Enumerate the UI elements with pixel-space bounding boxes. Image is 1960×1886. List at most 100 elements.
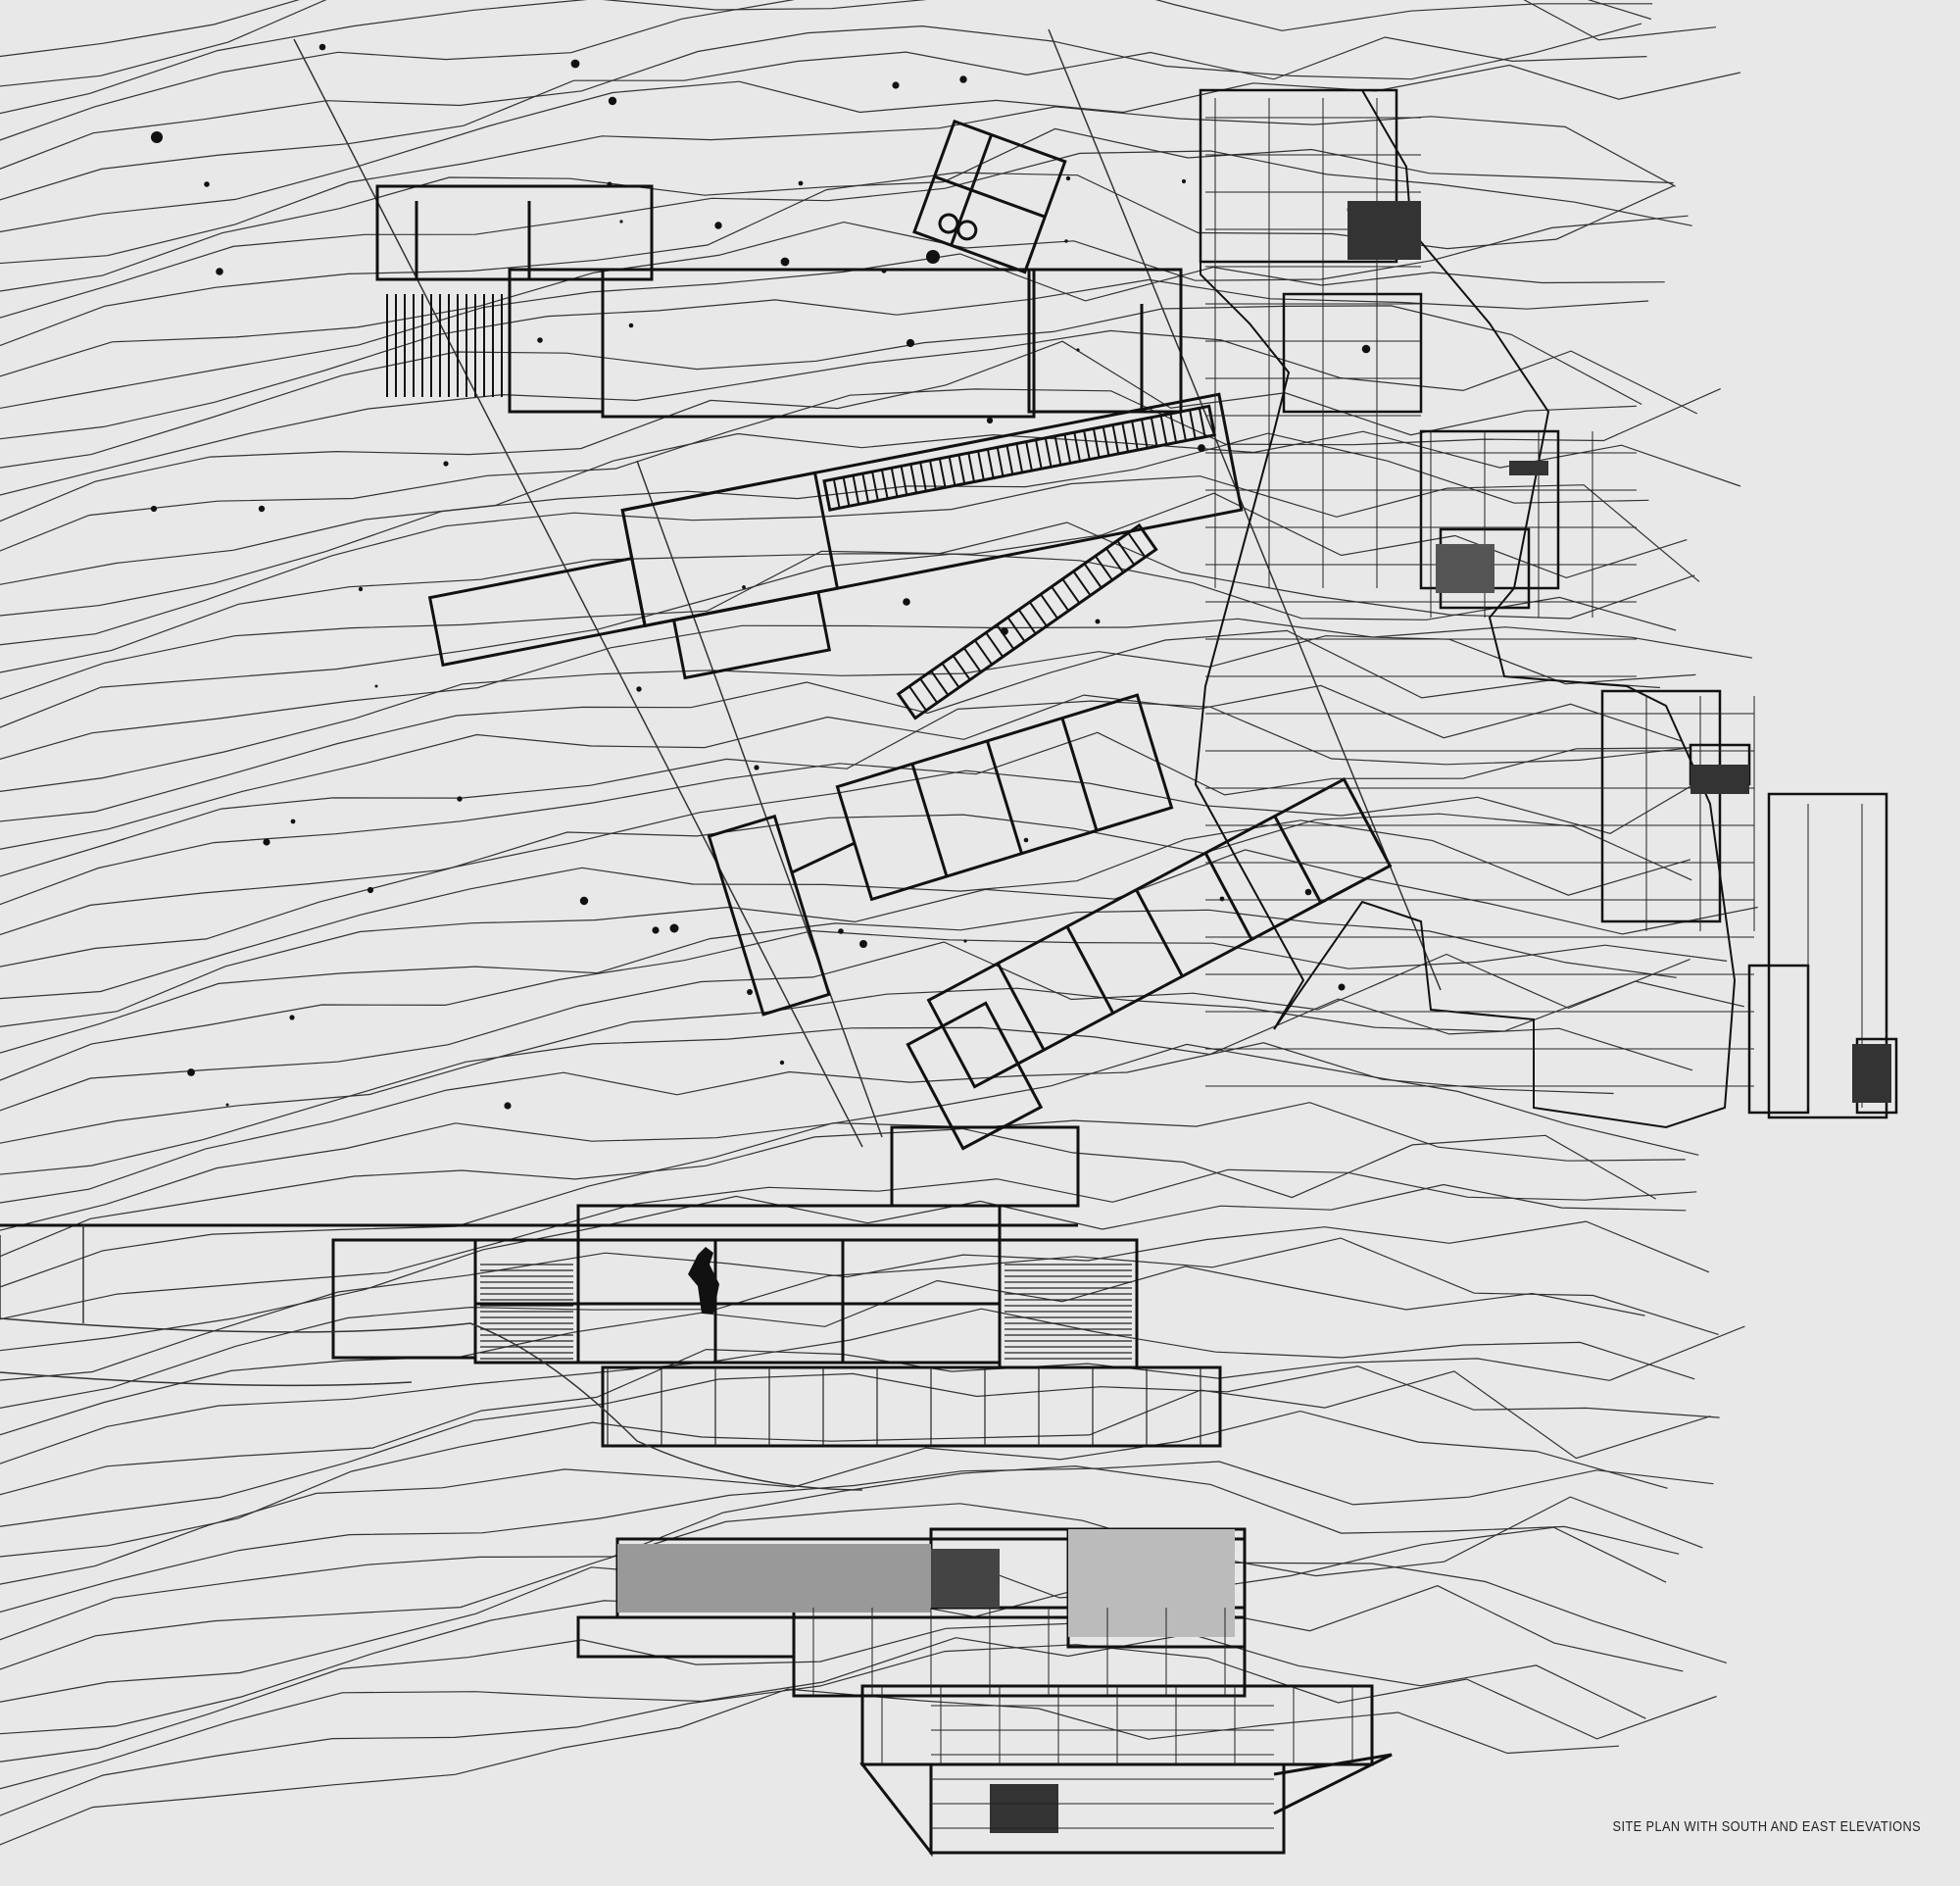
contour-line — [0, 340, 1638, 522]
stair-tread — [1051, 585, 1070, 612]
stair-tread — [1044, 437, 1053, 468]
tree-marker — [892, 81, 900, 89]
stair-tread — [957, 454, 966, 484]
contour-line — [0, 1325, 1745, 1496]
stair-tread — [1159, 415, 1168, 445]
stair-tread — [1111, 424, 1120, 455]
stair-tread — [1105, 547, 1124, 573]
tree-marker — [1076, 348, 1080, 352]
middle-block-stair — [822, 404, 1217, 512]
contour-line — [0, 1168, 1697, 1320]
stair-tread — [861, 472, 870, 503]
contour-line — [0, 1585, 1684, 1762]
stair-tread — [1073, 431, 1081, 462]
contour-line — [0, 127, 1674, 292]
contour-line — [0, 684, 1682, 850]
stair-tread — [967, 452, 975, 482]
contour-line — [0, 1464, 1680, 1641]
tree-marker — [747, 989, 753, 995]
contour-line — [0, 941, 1690, 1112]
contour-line — [0, 1496, 1703, 1670]
contour-line — [0, 1644, 1717, 1816]
stair-tread — [1083, 430, 1091, 460]
stair-tread — [1083, 563, 1102, 589]
contour-line — [0, 1121, 1656, 1288]
contour-line — [0, 980, 1744, 1144]
contour-line — [0, 492, 1688, 673]
stair-tread — [986, 449, 995, 478]
lower-pavilion-plan — [707, 693, 1174, 1017]
tree-marker — [628, 323, 634, 328]
east-elevation — [1194, 88, 1898, 1129]
stair-tread — [948, 456, 956, 486]
contour-line — [0, 998, 1693, 1175]
tree-marker — [652, 926, 660, 934]
contour-line — [0, 430, 1741, 585]
lower-elevation-fill — [617, 1529, 1235, 1833]
tree-marker — [204, 181, 210, 187]
tree-marker — [754, 765, 760, 770]
tree-marker — [225, 1103, 229, 1107]
contour-line — [0, 1365, 1720, 1527]
tree-marker — [358, 586, 364, 592]
lower-elevation-grid — [812, 1608, 1353, 1829]
stair-tread — [1150, 417, 1158, 447]
tree-marker — [986, 417, 994, 424]
stair-tread — [929, 460, 937, 490]
stair-tread — [1131, 421, 1139, 451]
contour-line — [0, 1410, 1668, 1585]
contour-line — [0, 64, 1741, 233]
contour-line — [0, 1220, 1710, 1381]
tree-marker — [1023, 837, 1029, 843]
contour-line — [0, 1237, 1719, 1409]
stair-tread — [1169, 413, 1178, 443]
stair-tread — [930, 670, 950, 696]
stair-tread — [996, 447, 1004, 477]
tree-marker — [1095, 619, 1101, 624]
stair-tread — [952, 655, 971, 681]
stair-tread — [908, 685, 927, 712]
contour-line — [0, 769, 1720, 936]
stair-tread — [1063, 433, 1072, 464]
tree-marker — [579, 896, 589, 906]
contour-line — [0, 432, 1649, 617]
tree-marker — [838, 928, 844, 934]
stair-tread — [1005, 445, 1014, 475]
tree-marker — [780, 257, 790, 267]
tree-marker — [457, 796, 463, 802]
tree-marker — [290, 819, 296, 824]
north-pavilion-plan — [375, 184, 1183, 419]
tree-marker — [151, 131, 163, 143]
axis-lines — [293, 28, 1442, 1148]
stair-tread — [842, 476, 851, 507]
diagonal-stair — [896, 522, 1158, 720]
stair-tread — [938, 458, 947, 488]
south-elevation — [0, 1125, 1222, 1448]
tree-marker — [742, 585, 746, 589]
east-elevation-dark — [1348, 201, 1891, 1103]
tree-marker — [1198, 444, 1205, 452]
stair-tread — [996, 624, 1015, 650]
stair-tread — [919, 462, 927, 492]
tree-marker — [537, 337, 543, 343]
contour-line — [0, 909, 1677, 1054]
tree-marker — [1219, 896, 1225, 902]
stair-tread — [1054, 435, 1062, 466]
contour-line — [0, 1461, 1714, 1613]
contour-line — [0, 1308, 1695, 1464]
north-pavilion-deck — [386, 294, 503, 397]
middle-block-plan — [427, 392, 1244, 680]
contour-line — [0, 635, 1696, 792]
tree-marker — [714, 222, 722, 229]
tree-marker — [608, 96, 617, 106]
contour-line — [0, 629, 1660, 822]
contour-line — [0, 1633, 1646, 1790]
stair-tread — [1189, 410, 1197, 439]
contour-line — [0, 849, 1758, 1027]
tree-marker — [443, 461, 449, 467]
stair-tread — [1127, 532, 1147, 558]
tree-marker — [798, 180, 804, 186]
tree-marker — [150, 505, 158, 513]
stair-tread — [1035, 439, 1043, 470]
contour-line — [0, 215, 1689, 377]
